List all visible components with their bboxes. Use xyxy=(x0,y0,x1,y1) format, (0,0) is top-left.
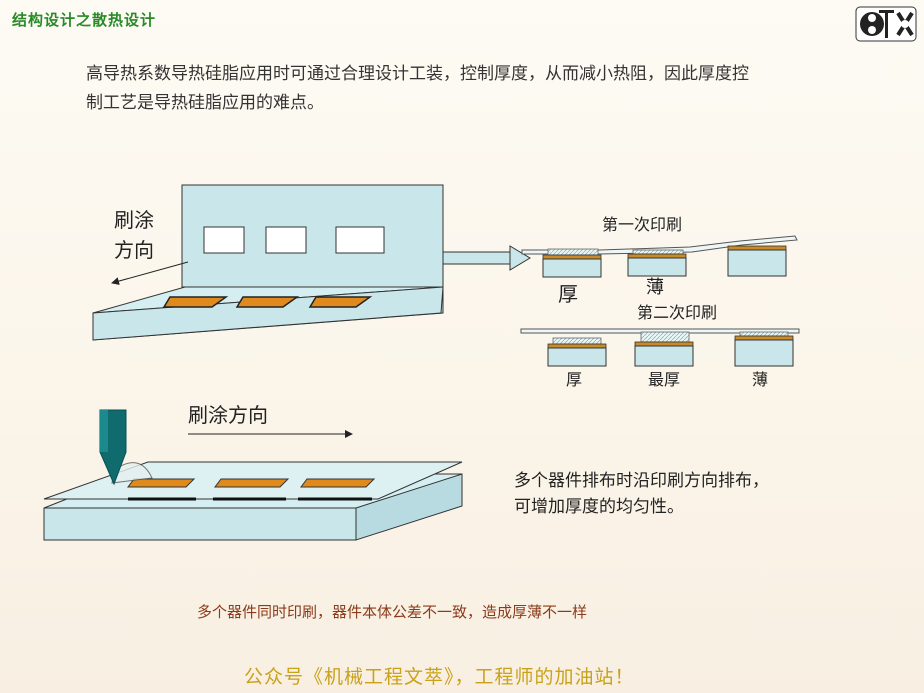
component-block xyxy=(734,335,794,341)
brush-direction-arrow-left xyxy=(111,261,189,285)
brush-label-line-2: 方向 xyxy=(114,238,154,262)
squeegee xyxy=(99,409,153,486)
brush-direction-label: 刷涂方向 xyxy=(188,403,268,427)
component-block xyxy=(542,254,602,260)
tolerance-note: 多个器件同时印刷，器件本体公差不一致，造成厚薄不一样 xyxy=(197,603,588,621)
component-block xyxy=(542,258,602,278)
arrangement-note-line-1: 多个器件排布时沿印刷方向排布， xyxy=(514,471,769,491)
arrangement-note: 多个器件排布时沿印刷方向排布， 可增加厚度的均匀性。 xyxy=(514,468,769,520)
footer-slogan: 公众号《机械工程文萃》，工程师的加油站！ xyxy=(244,666,635,688)
component-block xyxy=(727,249,787,277)
chip-pad xyxy=(300,478,376,488)
base-board-front xyxy=(43,507,357,541)
thickest-label: 最厚 xyxy=(648,370,680,389)
component-block xyxy=(627,257,687,277)
chip-pads-bottom xyxy=(127,478,376,501)
squeegee-setup-bottom: 刷涂方向 xyxy=(43,403,463,541)
slide-header-title: 结构设计之散热设计 xyxy=(12,11,157,29)
intro-line-1: 高导热系数导热硅脂应用时可通过合理设计工装，控制厚度，从而减小热阻，因此厚度控 xyxy=(86,64,749,84)
chip-pad xyxy=(235,296,300,308)
first-print-diagram: 第一次印刷 厚 薄 xyxy=(521,215,798,306)
stencil-window xyxy=(335,226,385,254)
chip-pads-top xyxy=(162,296,373,308)
stencil-setup-top: 刷涂 方向 xyxy=(92,184,444,341)
result-arrow xyxy=(442,245,531,271)
component-block xyxy=(547,343,607,349)
component-block xyxy=(547,347,607,367)
chip-pad xyxy=(308,296,373,308)
company-logo xyxy=(855,6,917,42)
thick-label: 厚 xyxy=(558,282,578,306)
stencil-plate xyxy=(181,184,444,288)
second-print-diagram: 第二次印刷 厚 最厚 薄 xyxy=(520,303,800,389)
second-print-label: 第二次印刷 xyxy=(637,303,717,322)
component-block xyxy=(734,339,794,367)
first-print-label: 第一次印刷 xyxy=(602,215,682,234)
thin-label: 薄 xyxy=(646,277,664,298)
chip-pad xyxy=(127,478,196,488)
component-block xyxy=(727,245,787,251)
chip-pad xyxy=(162,296,229,308)
brush-label-line-1: 刷涂 xyxy=(114,208,154,232)
component-block xyxy=(634,341,694,347)
stencil-window xyxy=(203,226,245,254)
chip-pad xyxy=(214,478,290,488)
intro-paragraph: 高导热系数导热硅脂应用时可通过合理设计工装，控制厚度，从而减小热阻，因此厚度控 … xyxy=(86,60,846,118)
arrangement-note-line-2: 可增加厚度的均匀性。 xyxy=(514,497,684,517)
component-block xyxy=(634,345,694,367)
intro-line-2: 制工艺是导热硅脂应用的难点。 xyxy=(86,93,324,113)
stencil-window xyxy=(265,226,307,254)
component-block xyxy=(627,253,687,259)
thin-label-2: 薄 xyxy=(752,370,768,389)
thick-label-2: 厚 xyxy=(566,370,582,389)
